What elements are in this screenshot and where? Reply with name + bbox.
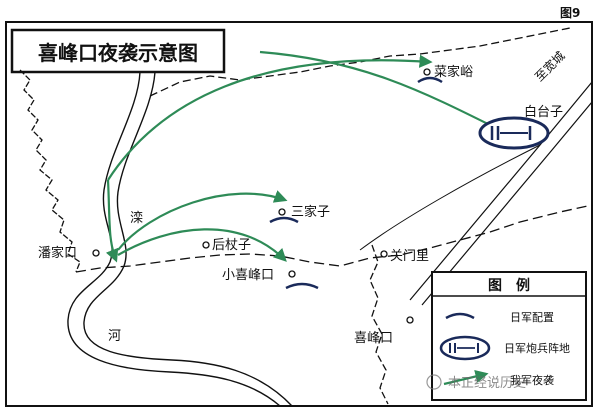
green-arrow-icon <box>443 370 489 386</box>
place-houzhangzi: 后杖子 <box>212 238 251 253</box>
place-baitaizi: 白台子 <box>524 104 563 120</box>
place-caijiayu: 菜家峪 <box>434 64 473 80</box>
place-panjiakou: 潘家口 <box>38 245 77 261</box>
artillery-icon <box>439 335 491 361</box>
route-stem <box>105 179 119 263</box>
japanese-positions <box>269 76 443 290</box>
legend: 图 例 日军配置 日军炮兵阵地 我军夜袭 <box>431 271 587 401</box>
place-sanjiazi: 三家子 <box>291 204 330 220</box>
river-label-he: 河 <box>108 329 121 344</box>
legend-item-2-label: 我军夜袭 <box>510 373 554 387</box>
great-wall <box>19 27 593 405</box>
place-markers <box>92 68 431 324</box>
watermark-text: 本正经说历史 <box>448 376 526 391</box>
place-guanmenli: 关门里 <box>390 249 429 264</box>
arc-icon <box>417 76 443 84</box>
place-xifengkou: 喜峰口 <box>354 331 393 346</box>
arc-icon <box>445 312 475 320</box>
route-baitaizi <box>259 50 503 132</box>
route-sanjiazi <box>117 190 288 251</box>
map-title: 喜峰口夜袭示意图 <box>38 41 198 65</box>
arc-icon <box>269 216 299 224</box>
luan-river <box>67 71 293 407</box>
route-caijiayu <box>107 54 433 181</box>
place-xiaoxifengkou: 小喜峰口 <box>222 268 274 283</box>
night-raid-routes <box>105 50 503 263</box>
artillery-position-baitaizi <box>478 116 550 150</box>
road-to-kuancheng <box>359 81 593 306</box>
river-label-luan: 滦 <box>130 210 143 226</box>
legend-item-0-label: 日军配置 <box>510 311 554 324</box>
figure-number: 图9 <box>560 6 580 20</box>
watermark: 本正经说历史 <box>426 374 526 391</box>
legend-item-1-label: 日军炮兵阵地 <box>504 341 570 355</box>
route-xiaoxifengkou <box>117 228 287 262</box>
arc-icon <box>285 282 319 290</box>
legend-title: 图 例 <box>488 277 530 294</box>
title-box <box>10 28 226 74</box>
